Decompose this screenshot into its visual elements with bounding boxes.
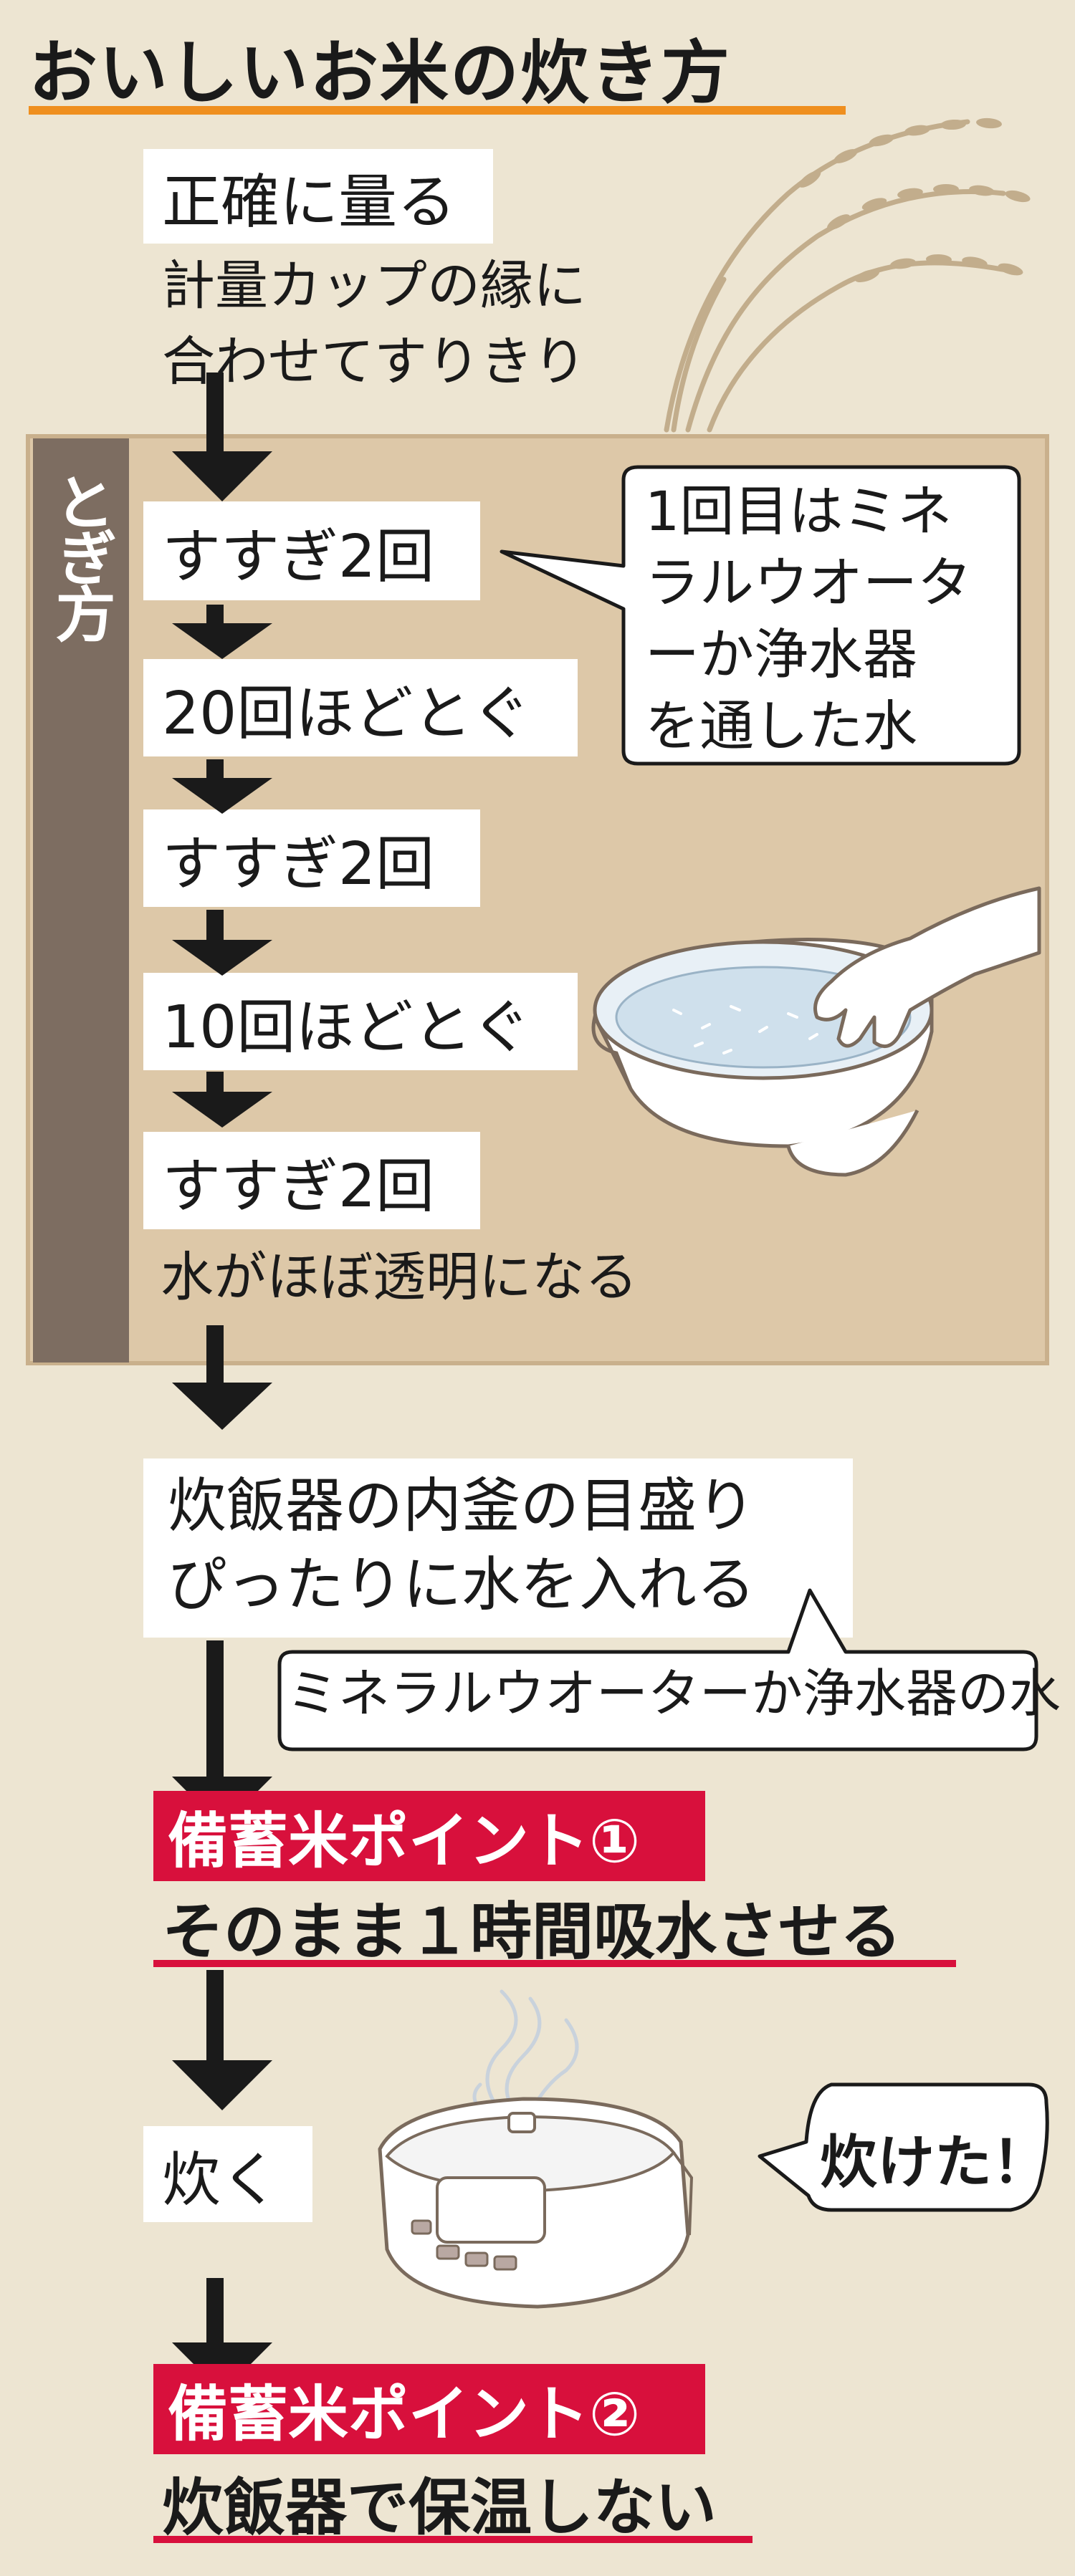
point1-underline: [153, 1960, 956, 1967]
title-underline: [29, 106, 846, 115]
wash-step-1: すすぎ2回: [143, 501, 480, 600]
point1-text: そのまま１時間吸水させる: [162, 1896, 902, 1968]
wash-callout-line1: 1回目はミネ: [645, 479, 952, 543]
step-cook: 炊く: [143, 2126, 312, 2222]
washing-section-bar: [33, 438, 129, 1363]
step-measure: 正確に量る: [143, 149, 493, 244]
wash-callout-line4: を通した水: [645, 694, 917, 758]
measure-note-line2: 合わせてすりきり: [162, 331, 586, 393]
step-water-box: [143, 1458, 853, 1638]
wash-step-5: すすぎ2回: [143, 1132, 480, 1229]
rice-cooker-illustration: [378, 1989, 694, 2309]
washing-section-label: とぎ方: [46, 471, 116, 639]
rice-plant-illustration: [664, 117, 1031, 433]
page-title: おいしいお米の炊き方: [29, 33, 731, 113]
wash-callout-bubble: [500, 465, 1021, 766]
wash-step-2: 20回ほどとぐ: [143, 659, 578, 756]
cooked-speech-text: 炊けた！: [820, 2129, 1049, 2196]
water-line1: 炊飯器の内釜の目盛り: [168, 1472, 756, 1540]
point2-underline: [153, 2536, 752, 2543]
water-callout-bubble: [277, 1588, 1038, 1751]
wash-result-note: 水がほぼ透明になる: [161, 1246, 638, 1308]
washing-bowl-illustration: [591, 886, 1041, 1177]
point2-badge: 備蓄米ポイント②: [153, 2364, 705, 2454]
wash-step-4: 10回ほどとぐ: [143, 973, 578, 1070]
cooked-speech-bubble: [758, 2082, 1049, 2212]
wash-callout-line3: ーか浄水器: [645, 623, 917, 686]
water-callout-text: ミネラルウオーターか浄水器の水: [287, 1663, 1061, 1724]
point1-badge: 備蓄米ポイント①: [153, 1791, 705, 1881]
measure-note-line1: 計量カップの縁に: [162, 255, 586, 317]
point2-text: 炊飯器で保温しない: [162, 2472, 717, 2544]
wash-step-3: すすぎ2回: [143, 809, 480, 907]
wash-callout-line2: ラルウオータ: [645, 551, 972, 615]
water-line2: ぴったりに水を入れる: [168, 1551, 756, 1619]
